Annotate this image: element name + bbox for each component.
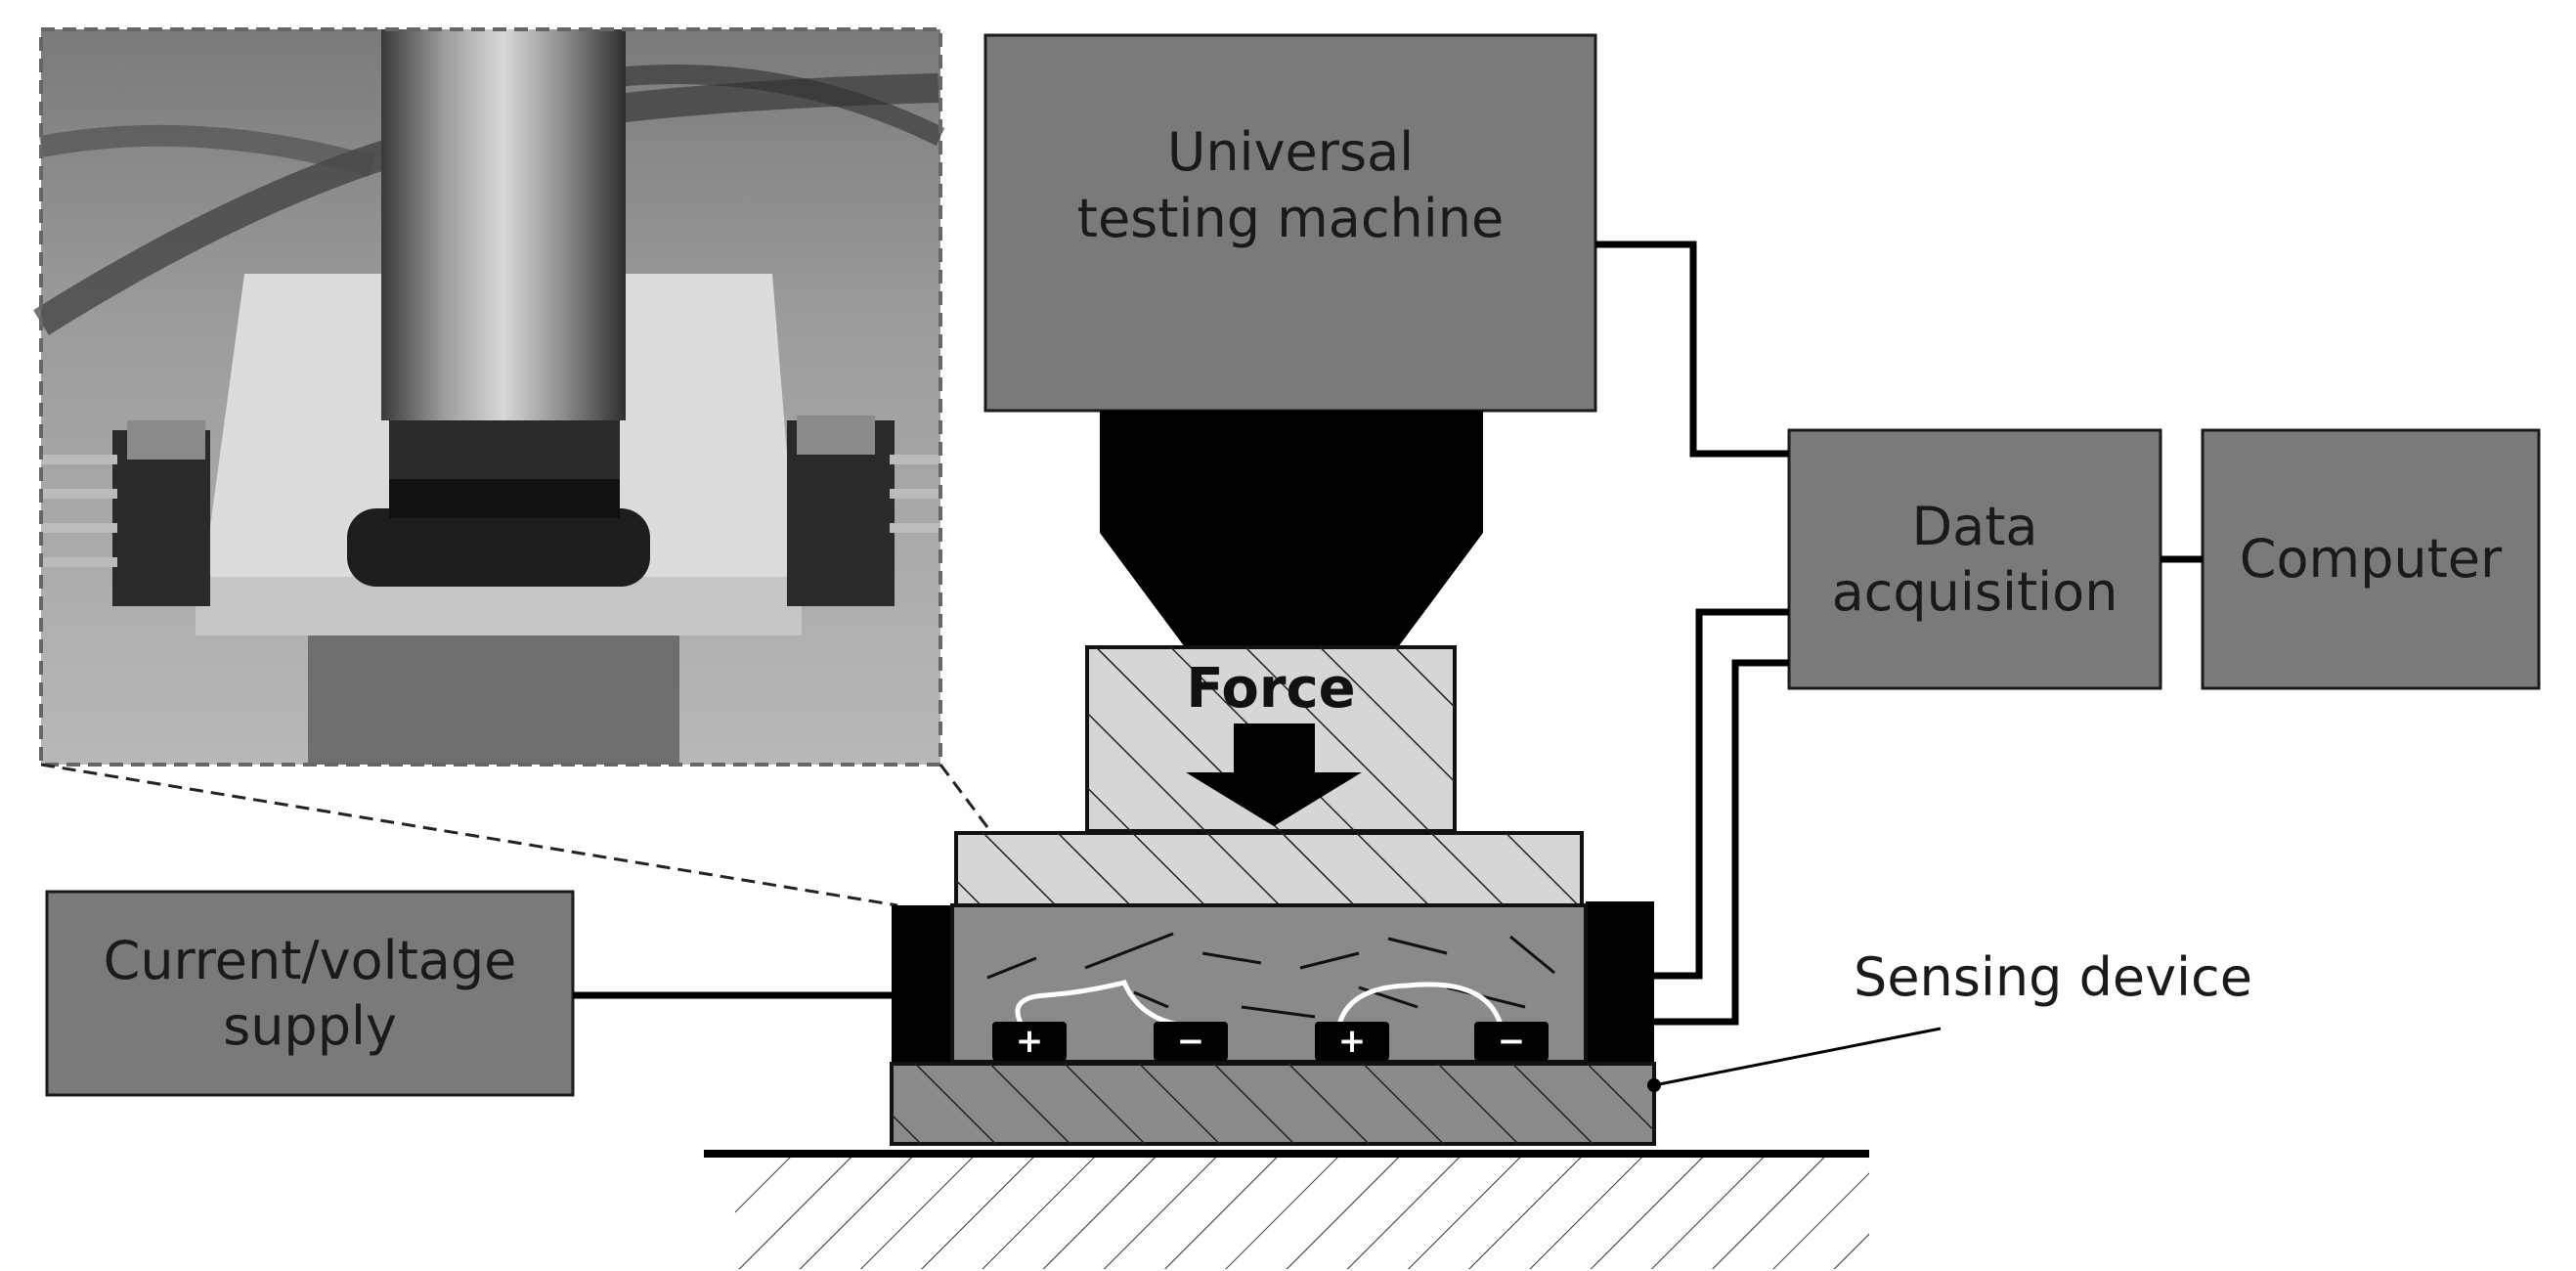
electrode-wire-right (1336, 982, 1504, 1026)
machine-crosshead (1100, 411, 1483, 647)
computer-box (2201, 428, 2541, 690)
down-arrow-icon (1186, 723, 1362, 826)
ground-hatching (735, 1154, 1869, 1269)
electrode-minus-1 (1154, 1022, 1228, 1061)
left-clamp (892, 905, 952, 1066)
filler-fibers (986, 932, 1555, 1019)
electrode-minus-2 (1474, 1022, 1549, 1061)
data-acquisition-box (1787, 428, 2162, 690)
inset-leader-lines (40, 763, 989, 907)
current-voltage-supply-box (45, 890, 575, 1097)
sensing-device-leader (1653, 1027, 1942, 1087)
photo-inset (33, 27, 945, 767)
right-clamp (1586, 901, 1654, 1066)
electrode-plus-2 (1315, 1022, 1389, 1061)
universal-testing-machine-box (983, 33, 1597, 413)
connection-wires (573, 241, 2203, 1026)
electrode-plus-1 (992, 1022, 1067, 1061)
electrode-wire-left (1015, 980, 1179, 1028)
